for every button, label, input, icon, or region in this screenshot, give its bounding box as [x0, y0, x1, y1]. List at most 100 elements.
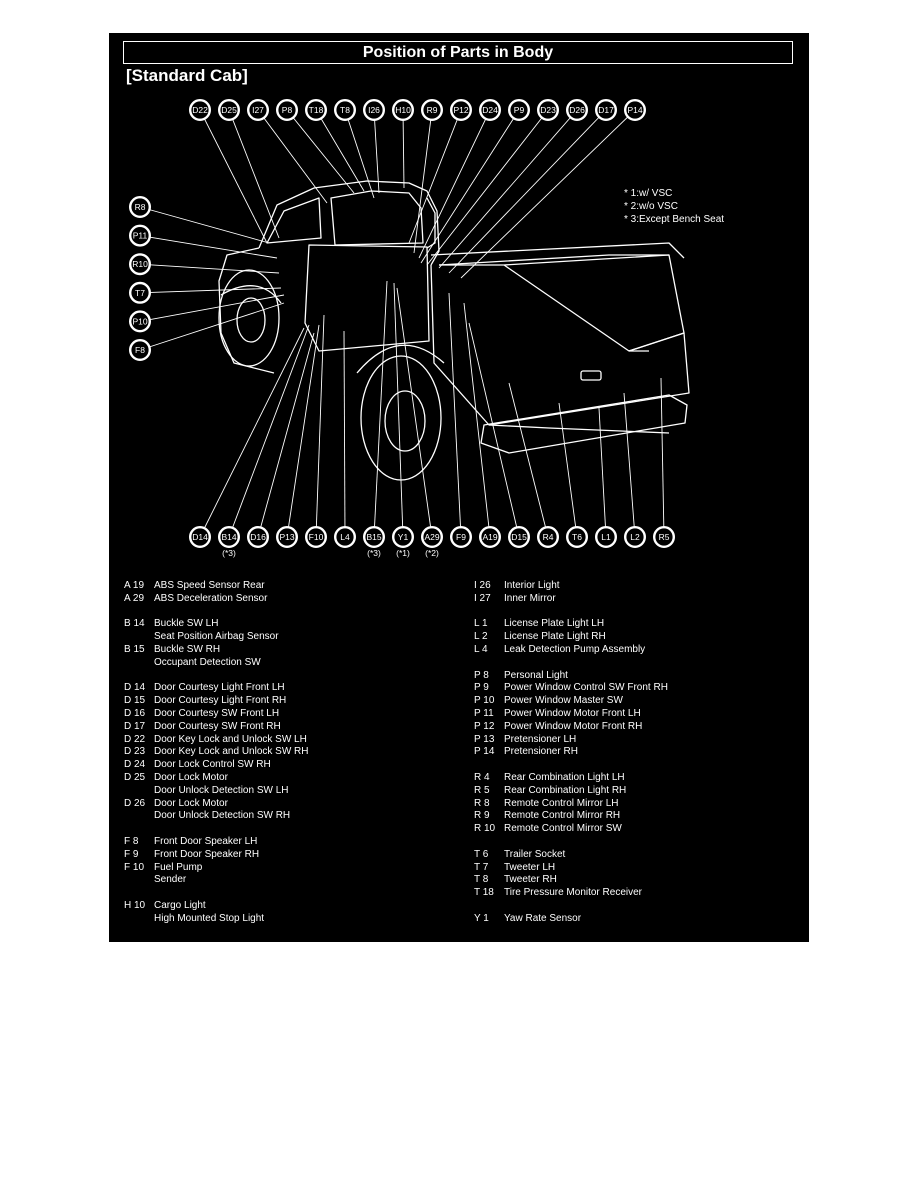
connector-a29: A29 [396, 287, 443, 548]
leader-line [508, 382, 549, 538]
connector-label: R8 [135, 202, 146, 212]
leader-line [257, 109, 328, 204]
connector-label: B15 [366, 532, 381, 542]
connector-label: T8 [340, 105, 350, 115]
bed-inner-front [438, 254, 669, 266]
connector-circle-inner [130, 283, 150, 303]
legend-name: Door Unlock Detection SW RH [154, 810, 291, 822]
leader-line [139, 206, 270, 244]
leader-line [199, 327, 305, 538]
leader-line [257, 332, 315, 538]
leader-line [396, 287, 433, 538]
legend-name: Seat Position Airbag Sensor [154, 631, 279, 643]
legend-name: Front Door Speaker RH [154, 848, 260, 860]
section-title: [Standard Cab] [126, 66, 248, 85]
legend-code [124, 657, 154, 670]
leader-line [426, 109, 549, 266]
legend-code: T 8 [474, 874, 489, 886]
connector-label: D14 [192, 532, 208, 542]
connector-label: P8 [282, 105, 293, 115]
legend-name: License Plate Light LH [504, 618, 605, 630]
connector-circle-inner [451, 527, 471, 547]
connector-d17: D17 [448, 99, 617, 274]
connector-p14: P14 [460, 99, 646, 279]
connector-r8: R8 [129, 196, 270, 244]
connector-circle-inner [451, 100, 471, 120]
connector-label: D16 [250, 532, 266, 542]
connector-circle-inner [130, 340, 150, 360]
legend-name: Power Window Control SW Front RH [504, 682, 668, 694]
leader-line [139, 263, 280, 274]
legend-row: Door Unlock Detection SW LH [124, 785, 309, 798]
connector-circle-inner [625, 527, 645, 547]
connector-label: F10 [309, 532, 324, 542]
connector-circle-inner [248, 527, 268, 547]
connector-label: P14 [627, 105, 642, 115]
legend-code: I 27 [474, 592, 491, 604]
legend-row: Sender [124, 874, 309, 887]
legend-code: D 14 [124, 682, 146, 694]
legend-row: Occupant Detection SW [124, 657, 309, 670]
connector-circle-inner [306, 100, 326, 120]
connector-circle-inner [538, 100, 558, 120]
legend-name: Buckle SW RH [154, 643, 221, 655]
legend-name: Yaw Rate Sensor [504, 912, 582, 924]
legend-name: Leak Detection Pump Assembly [504, 643, 646, 655]
leader-line [660, 377, 665, 538]
connector-f9: F9 [448, 292, 472, 548]
leader-line [139, 235, 278, 259]
legend-code: A 19 [124, 580, 145, 591]
legend-code: P 14 [474, 746, 495, 758]
legend-name: Rear Combination Light LH [504, 771, 625, 783]
legend-name: Buckle SW LH [154, 618, 219, 630]
legend-code: P 10 [474, 695, 495, 707]
connector-t7: T7 [129, 281, 282, 304]
connector-circle-inner [335, 527, 355, 547]
connector-label: D24 [482, 105, 498, 115]
leader-line [199, 109, 268, 244]
connector-label: I27 [252, 105, 264, 115]
connector-note: (*3) [222, 548, 236, 558]
connector-label: P9 [514, 105, 525, 115]
connector-t6: T6 [558, 402, 588, 548]
connector-circle-inner [190, 527, 210, 547]
legend-name: Door Unlock Detection SW LH [154, 784, 289, 796]
connector-circle-inner [654, 527, 674, 547]
connector-circle-inner [130, 254, 150, 274]
connector-circle-inner [567, 100, 587, 120]
legend-code: D 23 [124, 746, 146, 758]
rear-wheel [360, 355, 442, 481]
bed-floor [503, 254, 685, 352]
legend-code: D 22 [124, 733, 146, 745]
legend-name: Door Lock Motor [154, 771, 228, 783]
legend-name: ABS Speed Sensor Rear [154, 580, 265, 591]
leader-line [448, 109, 607, 274]
connector-circle-inner [596, 100, 616, 120]
legend-name: Door Courtesy SW Front RH [154, 720, 281, 732]
leader-line [418, 109, 491, 259]
connector-d16: D16 [247, 332, 315, 548]
legend-name: Door Key Lock and Unlock SW RH [154, 746, 309, 758]
legend-code: L 1 [474, 618, 488, 630]
cab-outline [258, 180, 440, 266]
legend-code: I 26 [474, 580, 491, 591]
connector-t18: T18 [305, 99, 365, 192]
legend-name: Cargo Light [154, 899, 206, 911]
connector-circle-inner [625, 100, 645, 120]
connector-circle-inner [480, 100, 500, 120]
legend-name: Occupant Detection SW [154, 656, 261, 668]
note-3: * 3:Except Bench Seat [624, 214, 724, 225]
